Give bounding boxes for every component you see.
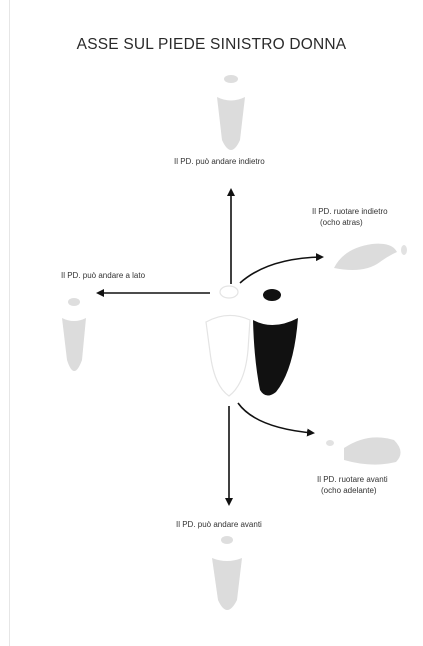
label-ocho-atras: Il PD. ruotare indietro (ocho atras) (312, 206, 388, 228)
ghost-foot-ocho-atras (334, 244, 407, 270)
label-ocho-atras-line2: (ocho atras) (312, 217, 388, 228)
weighted-left-foot (253, 289, 298, 396)
ghost-foot-side (62, 298, 86, 371)
label-back: Il PD. può andare indietro (174, 156, 265, 167)
ghost-foot-forward (212, 536, 242, 610)
label-ocho-atras-line1: Il PD. ruotare indietro (312, 206, 388, 217)
label-forward: Il PD. può andare avanti (176, 519, 262, 530)
label-ocho-adelante-line2: (ocho adelante) (317, 485, 388, 496)
label-ocho-adelante-line1: Il PD. ruotare avanti (317, 474, 388, 485)
label-side: Il PD. può andare a lato (61, 270, 145, 281)
free-foot-outline (206, 286, 250, 396)
arrow-ocho-adelante (238, 403, 313, 433)
arrow-ocho-atras (240, 257, 322, 283)
ghost-foot-back (217, 75, 245, 150)
label-ocho-adelante: Il PD. ruotare avanti (ocho adelante) (317, 474, 388, 496)
ghost-foot-ocho-adelante (326, 437, 401, 464)
